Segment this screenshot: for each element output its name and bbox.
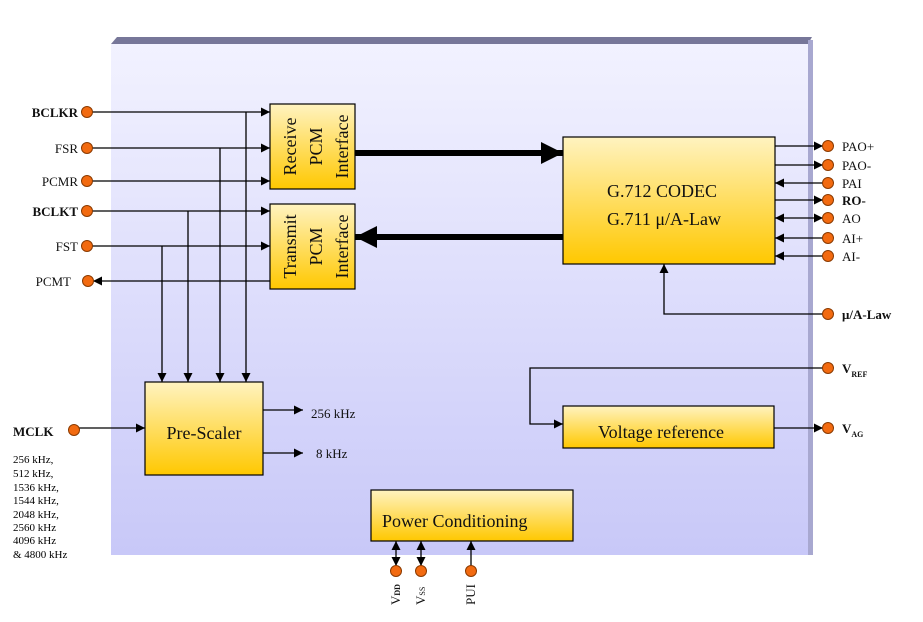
block-label: PCM (306, 127, 326, 165)
freq-item: 1544 kHz, (13, 495, 59, 507)
pin-vref (822, 362, 834, 374)
pin-law-select (822, 308, 834, 320)
pin-mclk (68, 424, 80, 436)
pin-label: FSR (55, 141, 78, 156)
freq-item: 1536 kHz, (13, 482, 59, 494)
receive-pcm-interface-block: Receive PCM Interface (269, 103, 356, 190)
power-conditioning-block: Power Conditioning (370, 489, 574, 542)
freq-item: 256 kHz, (13, 454, 54, 466)
pin-pui (465, 565, 477, 577)
pin-vdd (390, 565, 402, 577)
svg-text:VSS: VSS (413, 587, 428, 605)
freq-item: 4096 kHz (13, 535, 56, 547)
prescaler-output-label: 256 kHz (311, 406, 356, 421)
pin-bclkr (81, 106, 93, 118)
block-label: Power Conditioning (382, 511, 528, 531)
block-label: Interface (332, 115, 352, 179)
pin-label: FST (56, 239, 78, 254)
pin-pcmr (81, 175, 93, 187)
pin-label: AO (842, 211, 861, 226)
chip-body (111, 37, 813, 555)
pin-pcmt (82, 275, 94, 287)
pin-fsr (81, 142, 93, 154)
pin-fst (81, 240, 93, 252)
pin-label: BCLKT (32, 204, 78, 219)
block-label: Interface (332, 215, 352, 279)
prescaler-block: Pre-Scaler (144, 381, 264, 476)
freq-item: 512 kHz, (13, 468, 54, 480)
pin-ai-plus (822, 232, 834, 244)
pin-label-sub: AG (851, 430, 863, 439)
pin-label: PAO- (842, 158, 871, 173)
pin-ao (822, 212, 834, 224)
transmit-pcm-interface-block: Transmit PCM Interface (269, 203, 356, 290)
bottom-pins: VDD VSS PUI (388, 565, 478, 605)
pin-pai (822, 177, 834, 189)
pin-label: PUI (463, 584, 478, 605)
block-label: G.712 CODEC (607, 181, 717, 201)
block-label: G.711 μ/A-Law (607, 209, 721, 229)
block-label: PCM (306, 227, 326, 265)
pin-label: V (388, 595, 403, 605)
pin-label: V (413, 595, 428, 605)
pin-label: PAI (842, 176, 862, 191)
pin-label: AI+ (842, 231, 863, 246)
block-label: Transmit (280, 214, 300, 278)
mclk-frequency-list: 256 kHz, 512 kHz, 1536 kHz, 1544 kHz, 20… (13, 454, 68, 561)
left-pins: BCLKR FSR PCMR BCLKT FST PCMT MCLK (13, 105, 94, 439)
block-label: Voltage reference (598, 422, 724, 442)
pin-label-sub: DD (393, 584, 402, 596)
pin-label: RO- (842, 193, 866, 208)
block-label: Pre-Scaler (167, 423, 242, 443)
codec-block: G.712 CODEC G.711 μ/A-Law (562, 136, 776, 265)
right-wiring (391, 141, 823, 566)
svg-text:VDD: VDD (388, 584, 403, 605)
pin-label-sub: SS (418, 587, 427, 596)
pin-label-sub: REF (851, 370, 867, 379)
pin-label: PCMR (42, 174, 78, 189)
block-label: Receive (280, 118, 300, 176)
pin-vss (415, 565, 427, 577)
pin-vag (822, 422, 834, 434)
right-pins: PAO+ PAO- PAI RO- AO AI+ AI- μ/A-Law VRE… (822, 139, 892, 439)
voltage-reference-block: Voltage reference (562, 405, 775, 449)
pin-ai-minus (822, 250, 834, 262)
freq-item: 2560 kHz (13, 522, 56, 534)
pin-label: BCLKR (32, 105, 79, 120)
pin-label: PCMT (36, 274, 71, 289)
prescaler-output-label: 8 kHz (316, 446, 348, 461)
pin-label: MCLK (13, 424, 54, 439)
pin-label: AI- (842, 249, 860, 264)
pin-ro-minus (822, 194, 834, 206)
pin-label: μ/A-Law (842, 307, 892, 322)
freq-item: 2048 kHz, (13, 509, 59, 521)
pin-label: V (842, 421, 852, 436)
left-wiring (79, 107, 303, 458)
freq-item: & 4800 kHz (13, 549, 68, 561)
svg-text:VAG: VAG (842, 421, 863, 439)
pin-bclkt (81, 205, 93, 217)
svg-text:VREF: VREF (842, 361, 868, 379)
pin-label: V (842, 361, 852, 376)
pin-label: PAO+ (842, 139, 874, 154)
pin-pao-plus (822, 140, 834, 152)
pin-pao-minus (822, 159, 834, 171)
